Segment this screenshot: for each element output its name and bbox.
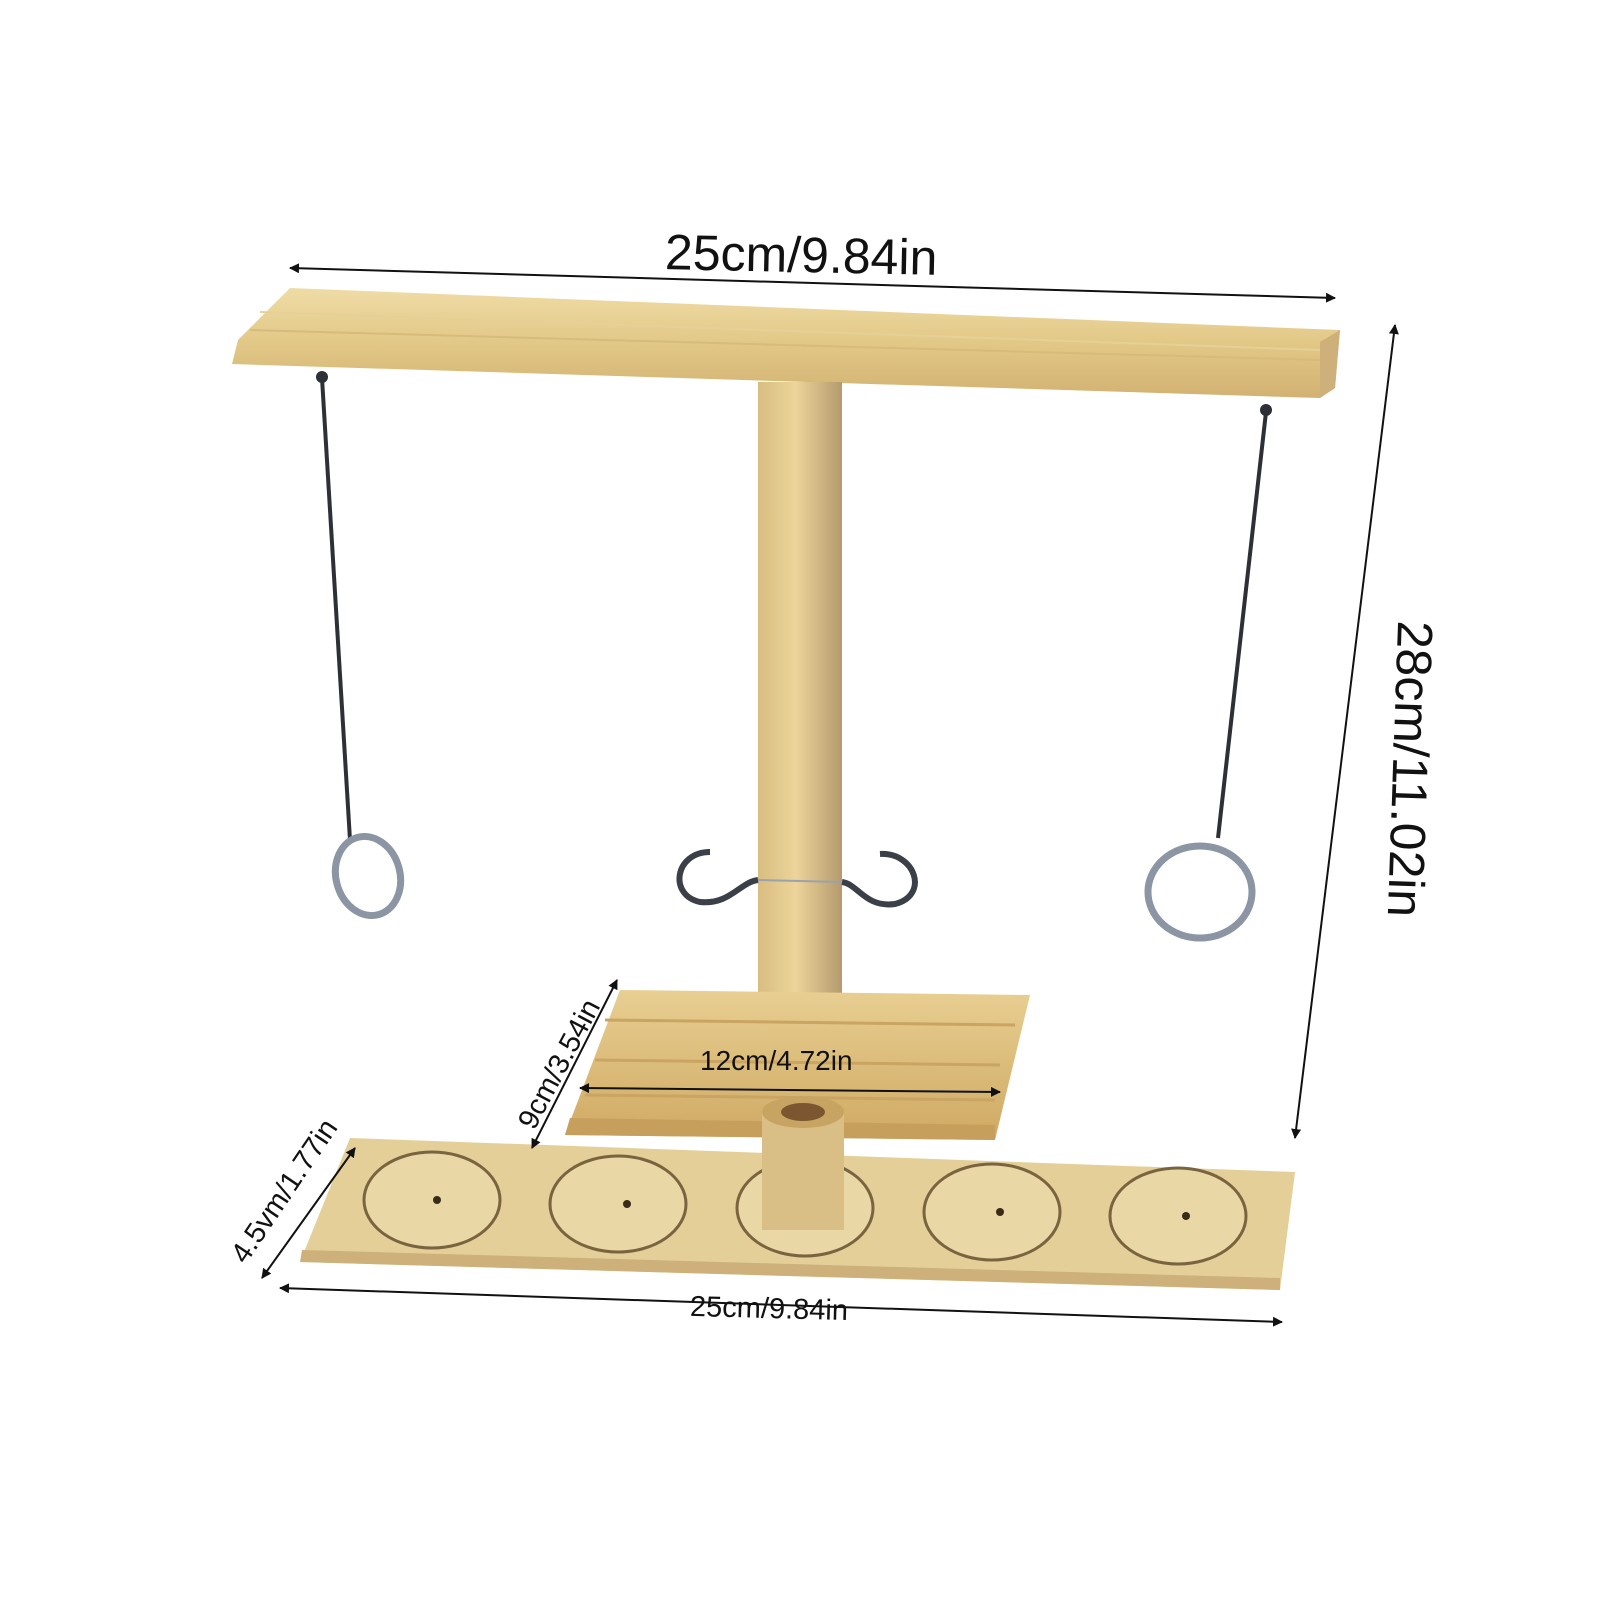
tray-post — [762, 1096, 844, 1230]
dimension-lines — [261, 263, 1399, 1327]
cup-tray — [300, 1096, 1295, 1290]
cup-slot-icon — [922, 1162, 1062, 1262]
double-hook-icon — [676, 849, 918, 908]
top-bar-width-label: 25cm/9.84in — [664, 224, 938, 286]
center-pole — [758, 382, 842, 1012]
total-height-label: 28cm/11.02in — [1376, 619, 1444, 919]
left-rope-ring — [316, 371, 405, 920]
tray-width-label: 25cm/9.84in — [689, 1290, 849, 1328]
base-width-label: 12cm/4.72in — [700, 1045, 853, 1076]
cup-slot-icon — [362, 1150, 502, 1250]
top-bar — [232, 288, 1340, 398]
right-rope-ring — [1144, 404, 1272, 942]
cup-slot-icon — [548, 1154, 688, 1254]
cup-slot-icon — [1108, 1166, 1248, 1266]
